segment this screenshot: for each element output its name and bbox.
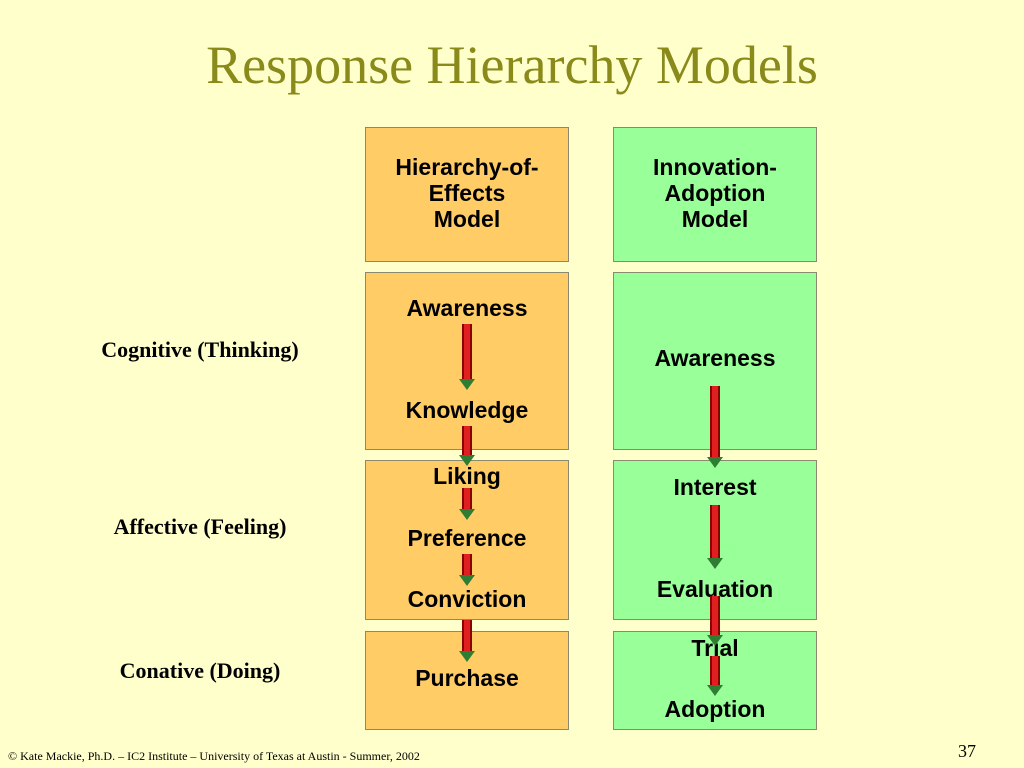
innovation-adoption-header-box: Innovation- Adoption Model — [613, 127, 817, 262]
hoe-awareness-label: Awareness — [406, 295, 528, 321]
hoe-conviction-label: Conviction — [407, 586, 527, 612]
innovation-adoption-header: Innovation- Adoption Model — [614, 154, 816, 232]
down-arrow-icon — [459, 426, 475, 466]
down-arrow-icon — [459, 488, 475, 520]
hoe-preference-label: Preference — [407, 525, 527, 551]
copyright-footer: © Kate Mackie, Ph.D. – IC2 Institute – U… — [8, 749, 420, 763]
hoe-cognitive-box: Awareness Knowledge — [365, 272, 569, 450]
page-number: 37 — [958, 741, 976, 761]
hoe-affective-box: Liking Preference Conviction — [365, 460, 569, 620]
header-line: Innovation- — [653, 154, 777, 180]
down-arrow-icon — [459, 554, 475, 586]
hierarchy-of-effects-header-box: Hierarchy-of- Effects Model — [365, 127, 569, 262]
down-arrow-icon — [707, 596, 723, 646]
affective-level-label: Affective (Feeling) — [113, 514, 287, 539]
header-line: Model — [681, 206, 749, 232]
header-line: Model — [433, 206, 501, 232]
header-line: Effects — [428, 180, 506, 206]
down-arrow-icon — [707, 505, 723, 569]
conative-level-label: Conative (Doing) — [119, 658, 281, 683]
hierarchy-of-effects-header: Hierarchy-of- Effects Model — [366, 154, 568, 232]
ia-awareness-label: Awareness — [654, 345, 776, 371]
cognitive-level-label: Cognitive (Thinking) — [101, 337, 299, 362]
down-arrow-icon — [459, 324, 475, 390]
down-arrow-icon — [707, 656, 723, 696]
down-arrow-icon — [459, 620, 475, 662]
down-arrow-icon — [707, 386, 723, 468]
header-line: Adoption — [664, 180, 766, 206]
hoe-knowledge-label: Knowledge — [405, 397, 529, 423]
header-line: Hierarchy-of- — [395, 154, 539, 180]
slide-title: Response Hierarchy Models — [206, 35, 818, 95]
ia-interest-label: Interest — [673, 474, 757, 500]
hoe-purchase-label: Purchase — [415, 665, 519, 691]
ia-adoption-label: Adoption — [664, 696, 766, 722]
hoe-liking-label: Liking — [433, 463, 501, 489]
